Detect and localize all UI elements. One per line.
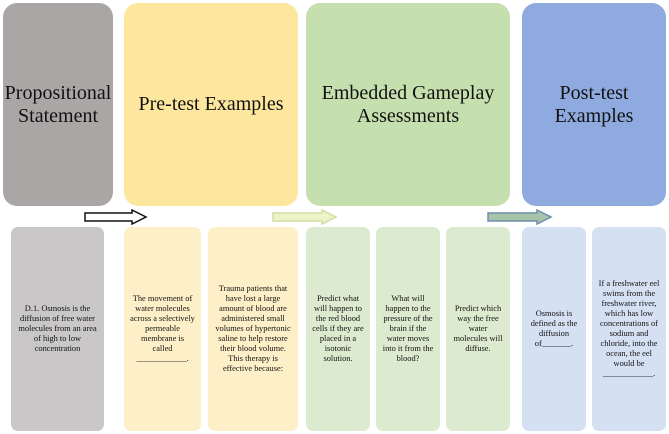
- header-posttest-examples: Post-test Examples: [522, 3, 666, 206]
- header-propositional-statement-label: Propositional Statement: [4, 81, 112, 127]
- embedded-box-1: Predict what will happen to the red bloo…: [306, 227, 370, 431]
- header-embedded-gameplay-label: Embedded Gameplay Assessments: [321, 81, 495, 127]
- posttest-box-2: If a freshwater eel swims from the fresh…: [592, 227, 666, 431]
- embedded-box-3-text: Predict which way the free water molecul…: [453, 303, 503, 354]
- arrow-propositional-to-pretest: [84, 209, 148, 225]
- header-posttest-examples-label: Post-test Examples: [554, 81, 634, 127]
- propositional-box-1-text: D.1. Osmosis is the diffusion of free wa…: [18, 303, 97, 354]
- pretest-box-2-text: Trauma patients that have lost a large a…: [215, 283, 291, 374]
- pretest-box-2: Trauma patients that have lost a large a…: [208, 227, 298, 431]
- header-propositional-statement: Propositional Statement: [3, 3, 113, 206]
- embedded-box-2: What will happen to the pressure of the …: [376, 227, 440, 431]
- arrow-embedded-to-posttest: [487, 209, 553, 225]
- pretest-box-1: The movement of water molecules across a…: [124, 227, 201, 431]
- posttest-box-1: Osmosis is defined as the diffusion of__…: [522, 227, 586, 431]
- embedded-box-2-text: What will happen to the pressure of the …: [382, 293, 434, 364]
- embedded-box-1-text: Predict what will happen to the red bloo…: [312, 293, 364, 364]
- header-pretest-examples-label: Pre-test Examples: [138, 93, 284, 115]
- header-pretest-examples: Pre-test Examples: [124, 3, 298, 206]
- embedded-box-3: Predict which way the free water molecul…: [446, 227, 510, 431]
- propositional-box-1: D.1. Osmosis is the diffusion of free wa…: [11, 227, 104, 431]
- pretest-box-1-text: The movement of water molecules across a…: [130, 293, 195, 364]
- posttest-box-2-text: If a freshwater eel swims from the fresh…: [598, 278, 660, 379]
- posttest-box-1-text: Osmosis is defined as the diffusion of__…: [530, 308, 578, 349]
- arrow-pretest-to-embedded: [272, 209, 338, 225]
- header-embedded-gameplay: Embedded Gameplay Assessments: [306, 3, 510, 206]
